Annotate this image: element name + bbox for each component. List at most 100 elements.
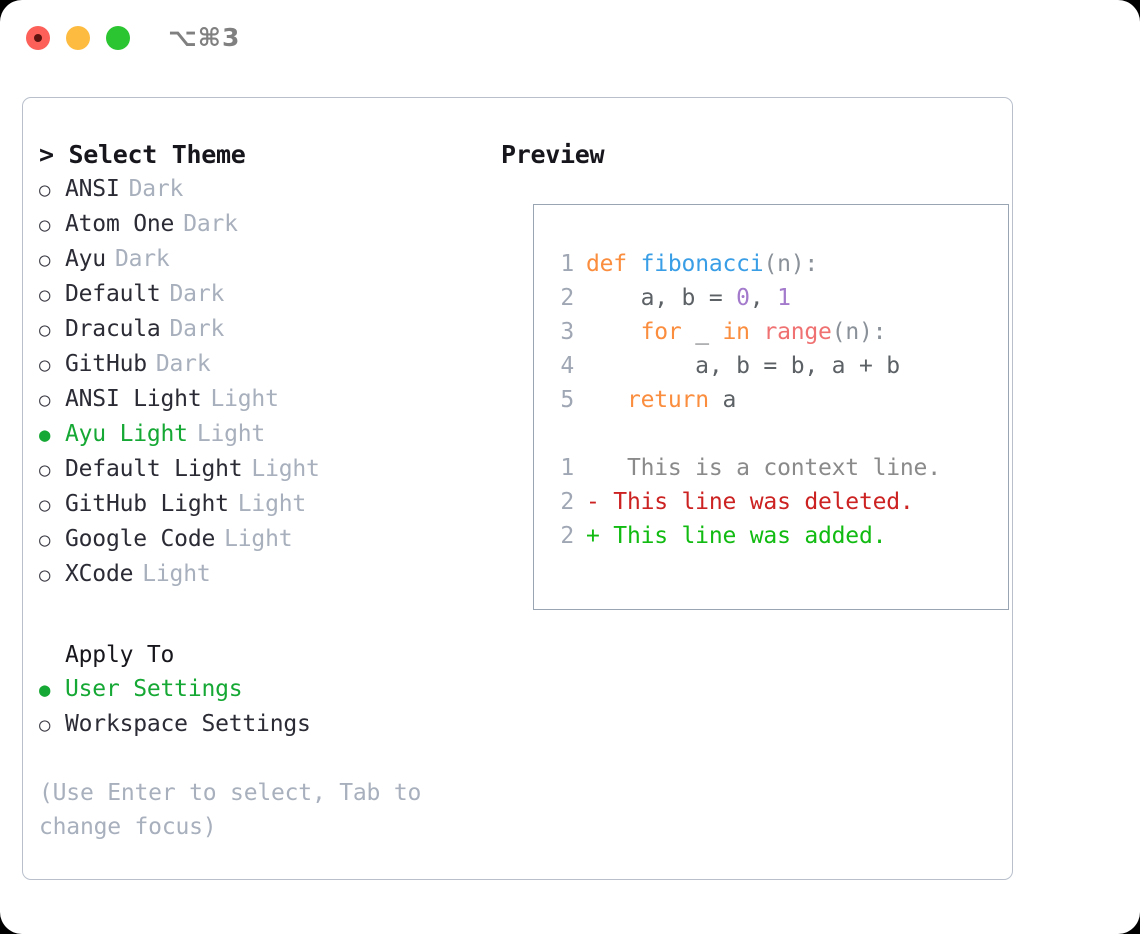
radio-selected-icon: ●: [39, 424, 51, 446]
radio-unselected-icon: ○: [39, 249, 51, 271]
theme-variant-badge: Light: [224, 526, 293, 552]
diff-sign: +: [586, 523, 600, 549]
keyboard-hint-text: (Use Enter to select, Tab to change focu…: [39, 780, 422, 840]
code-token: ,: [749, 285, 778, 311]
theme-option-label: Atom One: [65, 211, 175, 237]
theme-option-label: Default Light: [65, 456, 243, 482]
theme-option-label: Google Code: [65, 526, 216, 552]
code-token: [586, 387, 627, 413]
theme-option-10[interactable]: ○ Google Code Light: [39, 522, 494, 557]
theme-option-label: GitHub Light: [65, 491, 229, 517]
keyboard-shortcut-label: ⌥⌘3: [168, 23, 241, 52]
code-token: return: [626, 387, 709, 413]
code-token: _: [681, 319, 723, 345]
theme-option-11[interactable]: ○ XCode Light: [39, 557, 494, 592]
theme-variant-badge: Light: [210, 386, 279, 412]
spacer: [39, 592, 494, 638]
theme-option-0[interactable]: ○ ANSI Dark: [39, 172, 494, 207]
code-token: (n):: [831, 319, 887, 345]
diff-line: 2 + This line was added.: [552, 519, 941, 553]
diff-sign: [586, 455, 600, 481]
radio-unselected-icon: ○: [39, 714, 51, 736]
code-line: 4 a, b = b, a + b: [552, 349, 941, 383]
radio-unselected-icon: ○: [39, 179, 51, 201]
code-token: [586, 319, 641, 345]
code-token: fibonacci: [640, 251, 764, 277]
diff-text: This is a context line.: [599, 455, 941, 481]
theme-variant-badge: Light: [251, 456, 320, 482]
code-token: in: [722, 319, 750, 345]
theme-option-label: Dracula: [65, 316, 161, 342]
diff-sign: -: [586, 489, 600, 515]
code-token: a, b =: [586, 285, 737, 311]
line-number: 3: [560, 319, 574, 345]
radio-unselected-icon: ○: [39, 389, 51, 411]
line-number: 5: [560, 387, 574, 413]
minimize-button-icon[interactable]: [66, 26, 90, 50]
theme-option-label: Ayu: [65, 246, 106, 272]
theme-option-label: ANSI Light: [65, 386, 202, 412]
code-token: for: [640, 319, 682, 345]
code-token: a, b = b, a + b: [586, 353, 900, 379]
line-number: 2: [560, 523, 574, 549]
radio-unselected-icon: ○: [39, 564, 51, 586]
theme-option-label: XCode: [65, 561, 134, 587]
theme-variant-badge: Dark: [169, 316, 225, 342]
code-token: 0: [736, 285, 750, 311]
theme-variant-badge: Light: [237, 491, 307, 517]
diff-line: 1 This is a context line.: [552, 451, 941, 485]
line-number: 1: [560, 251, 574, 277]
maximize-button-icon[interactable]: [106, 26, 130, 50]
apply-option-label: Workspace Settings: [65, 711, 311, 737]
radio-unselected-icon: ○: [39, 529, 51, 551]
apply-to-list[interactable]: ●User Settings ○ Workspace Settings: [39, 672, 494, 742]
apply-option-0[interactable]: ●User Settings: [39, 672, 494, 707]
diff-line: 2- This line was deleted.: [552, 485, 941, 519]
radio-unselected-icon: ○: [39, 459, 51, 481]
line-number: 2: [560, 489, 574, 515]
title-bar: ⌥⌘3: [0, 0, 1140, 78]
line-number: 4: [560, 353, 574, 379]
diff-text: This line was deleted.: [599, 489, 914, 515]
theme-option-label: Ayu Light: [65, 421, 188, 447]
spacer: [39, 742, 494, 776]
apply-to-label: Apply To: [65, 642, 175, 668]
code-line: 5 return a: [552, 383, 941, 417]
code-token: [750, 319, 764, 345]
radio-unselected-icon: ○: [39, 284, 51, 306]
window-controls: [26, 26, 130, 50]
apply-option-label: User Settings: [65, 676, 243, 702]
theme-option-label: ANSI: [65, 176, 120, 202]
theme-variant-badge: Light: [142, 561, 211, 587]
select-theme-heading: > Select Theme: [39, 140, 246, 169]
code-token: a: [708, 387, 737, 413]
code-blank-line: [552, 417, 941, 451]
code-line: 3 for _ in range(n):: [552, 315, 941, 349]
theme-variant-badge: Dark: [169, 281, 225, 307]
theme-option-label: Default: [65, 281, 161, 307]
code-token: 1: [777, 285, 791, 311]
apply-option-1[interactable]: ○ Workspace Settings: [39, 707, 494, 742]
theme-option-6[interactable]: ○ ANSI Light Light: [39, 382, 494, 417]
code-line: 2 a, b = 0, 1: [552, 281, 941, 315]
close-button-icon[interactable]: [26, 26, 50, 50]
theme-option-8[interactable]: ○ Default Light Light: [39, 452, 494, 487]
theme-variant-badge: Dark: [183, 211, 238, 237]
theme-option-3[interactable]: ○ Default Dark: [39, 277, 494, 312]
diff-text: This line was added.: [599, 523, 887, 549]
radio-unselected-icon: ○: [39, 354, 51, 376]
theme-variant-badge: Dark: [128, 176, 184, 202]
